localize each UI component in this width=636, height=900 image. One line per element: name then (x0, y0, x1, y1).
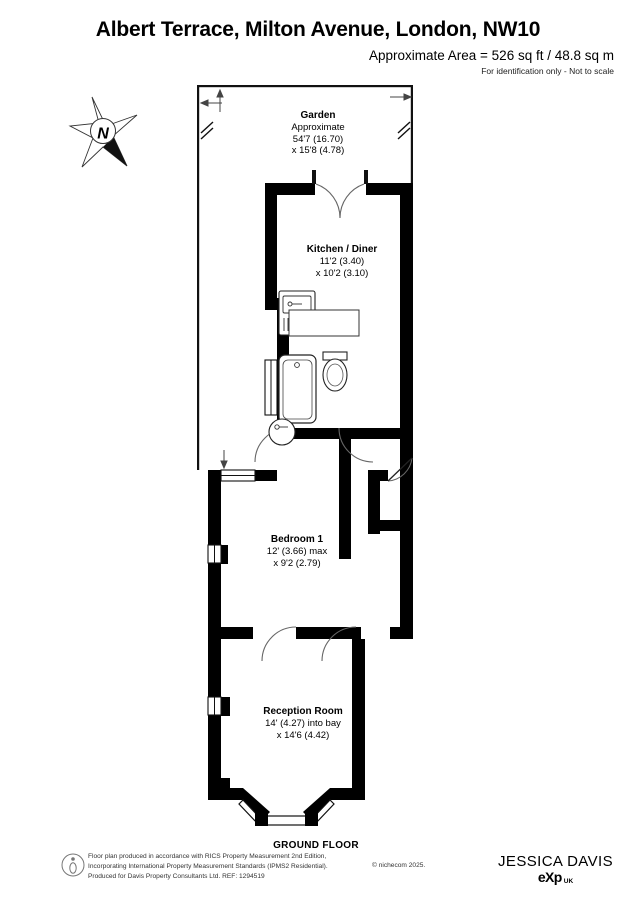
room-name-garden: Garden (300, 110, 336, 121)
room-dim2-bedroom: x 9'2 (2.79) (273, 557, 321, 569)
room-dim1-reception: 14' (4.27) into bay (265, 718, 341, 730)
dimension-arrows (199, 88, 413, 112)
disclaimer-line-3: Produced for Davis Property Consultants … (88, 873, 265, 881)
north-arrow-icon: N (68, 96, 138, 168)
approximate-area: Approximate Area = 526 sq ft / 48.8 sq m (368, 48, 614, 63)
disclaimer-text: Floor plan produced in accordance with R… (88, 852, 388, 883)
room-label-reception: Reception Room 14' (4.27) into bay x 14'… (233, 706, 373, 741)
room-dim1-garden: 54'7 (16.70) (292, 133, 344, 145)
exp-region: UK (563, 878, 574, 885)
agency-name: JESSICA DAVIS (498, 853, 613, 870)
info-icon (61, 853, 85, 877)
room-name-kitchen: Kitchen / Diner (306, 244, 378, 255)
room-dim2-garden: x 15'8 (4.78) (291, 145, 345, 157)
svg-text:N: N (97, 126, 109, 143)
windows (207, 359, 278, 716)
room-name-reception: Reception Room (263, 706, 343, 717)
bay-window (238, 788, 335, 826)
room-label-bedroom: Bedroom 1 12' (3.66) max x 9'2 (2.79) (237, 534, 357, 569)
agency-branding: JESSICA DAVIS eXp UK (493, 853, 618, 885)
fixtures (268, 290, 360, 446)
disclaimer-line-2: Incorporating International Property Mea… (88, 863, 328, 871)
identification-note: For identification only - Not to scale (481, 66, 614, 76)
room-sub-garden: Approximate (291, 122, 345, 134)
disclaimer-line-1: Floor plan produced in accordance with R… (88, 853, 327, 860)
entrance-arrow (220, 450, 228, 470)
exp-logo: eXp (537, 869, 562, 885)
room-label-garden: Garden Approximate 54'7 (16.70) x 15'8 (… (258, 110, 378, 157)
room-dim2-reception: x 14'6 (4.42) (276, 729, 330, 741)
garden-outline (197, 85, 413, 470)
floor-caption: GROUND FLOOR (273, 840, 359, 851)
page-title: Albert Terrace, Milton Avenue, London, N… (95, 18, 541, 41)
room-dim1-bedroom: 12' (3.66) max (266, 546, 328, 558)
room-dim2-kitchen: x 10'2 (3.10) (315, 267, 369, 279)
room-label-kitchen: Kitchen / Diner 11'2 (3.40) x 10'2 (3.10… (282, 244, 402, 279)
room-name-bedroom: Bedroom 1 (270, 534, 324, 545)
room-dim1-kitchen: 11'2 (3.40) (319, 256, 365, 268)
copyright-notice: © nichecom 2025. (372, 862, 426, 869)
